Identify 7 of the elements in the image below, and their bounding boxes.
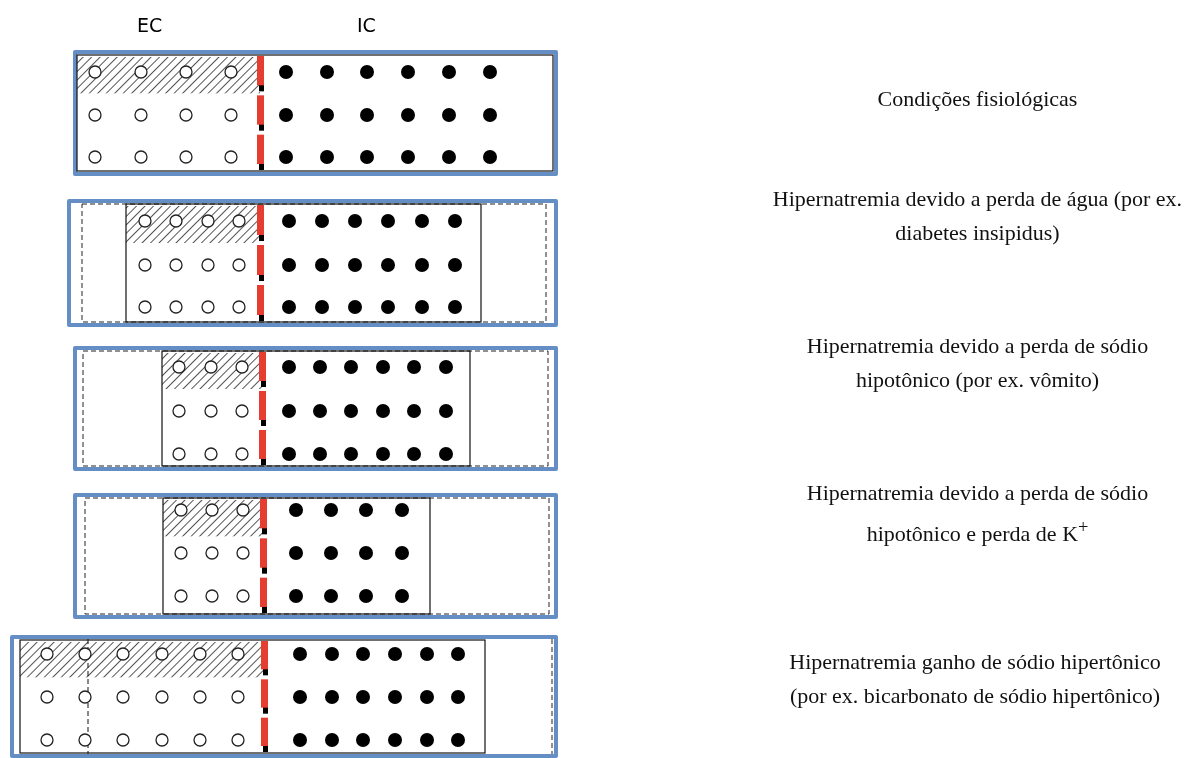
- column-heading: EC: [137, 14, 163, 36]
- condition-caption: Hipernatremia devido a perda de sódio hipotônico e perda de K$^{+}$: [805, 479, 1150, 549]
- condition-caption: Hipernatremia devido a perda de sódio hipotônico (por ex. vômito): [805, 332, 1150, 394]
- condition-caption: Condições fisiológicas: [876, 85, 1079, 113]
- condition-caption: Hipernatremia devido a perda de água (por ex. diabetes insipidus): [771, 185, 1184, 247]
- column-heading: IC: [357, 14, 376, 36]
- condition-caption: Hipernatremia ganho de sódio hipertônico (por ex. bicarbonato de sódio hipertônico): [788, 648, 1162, 710]
